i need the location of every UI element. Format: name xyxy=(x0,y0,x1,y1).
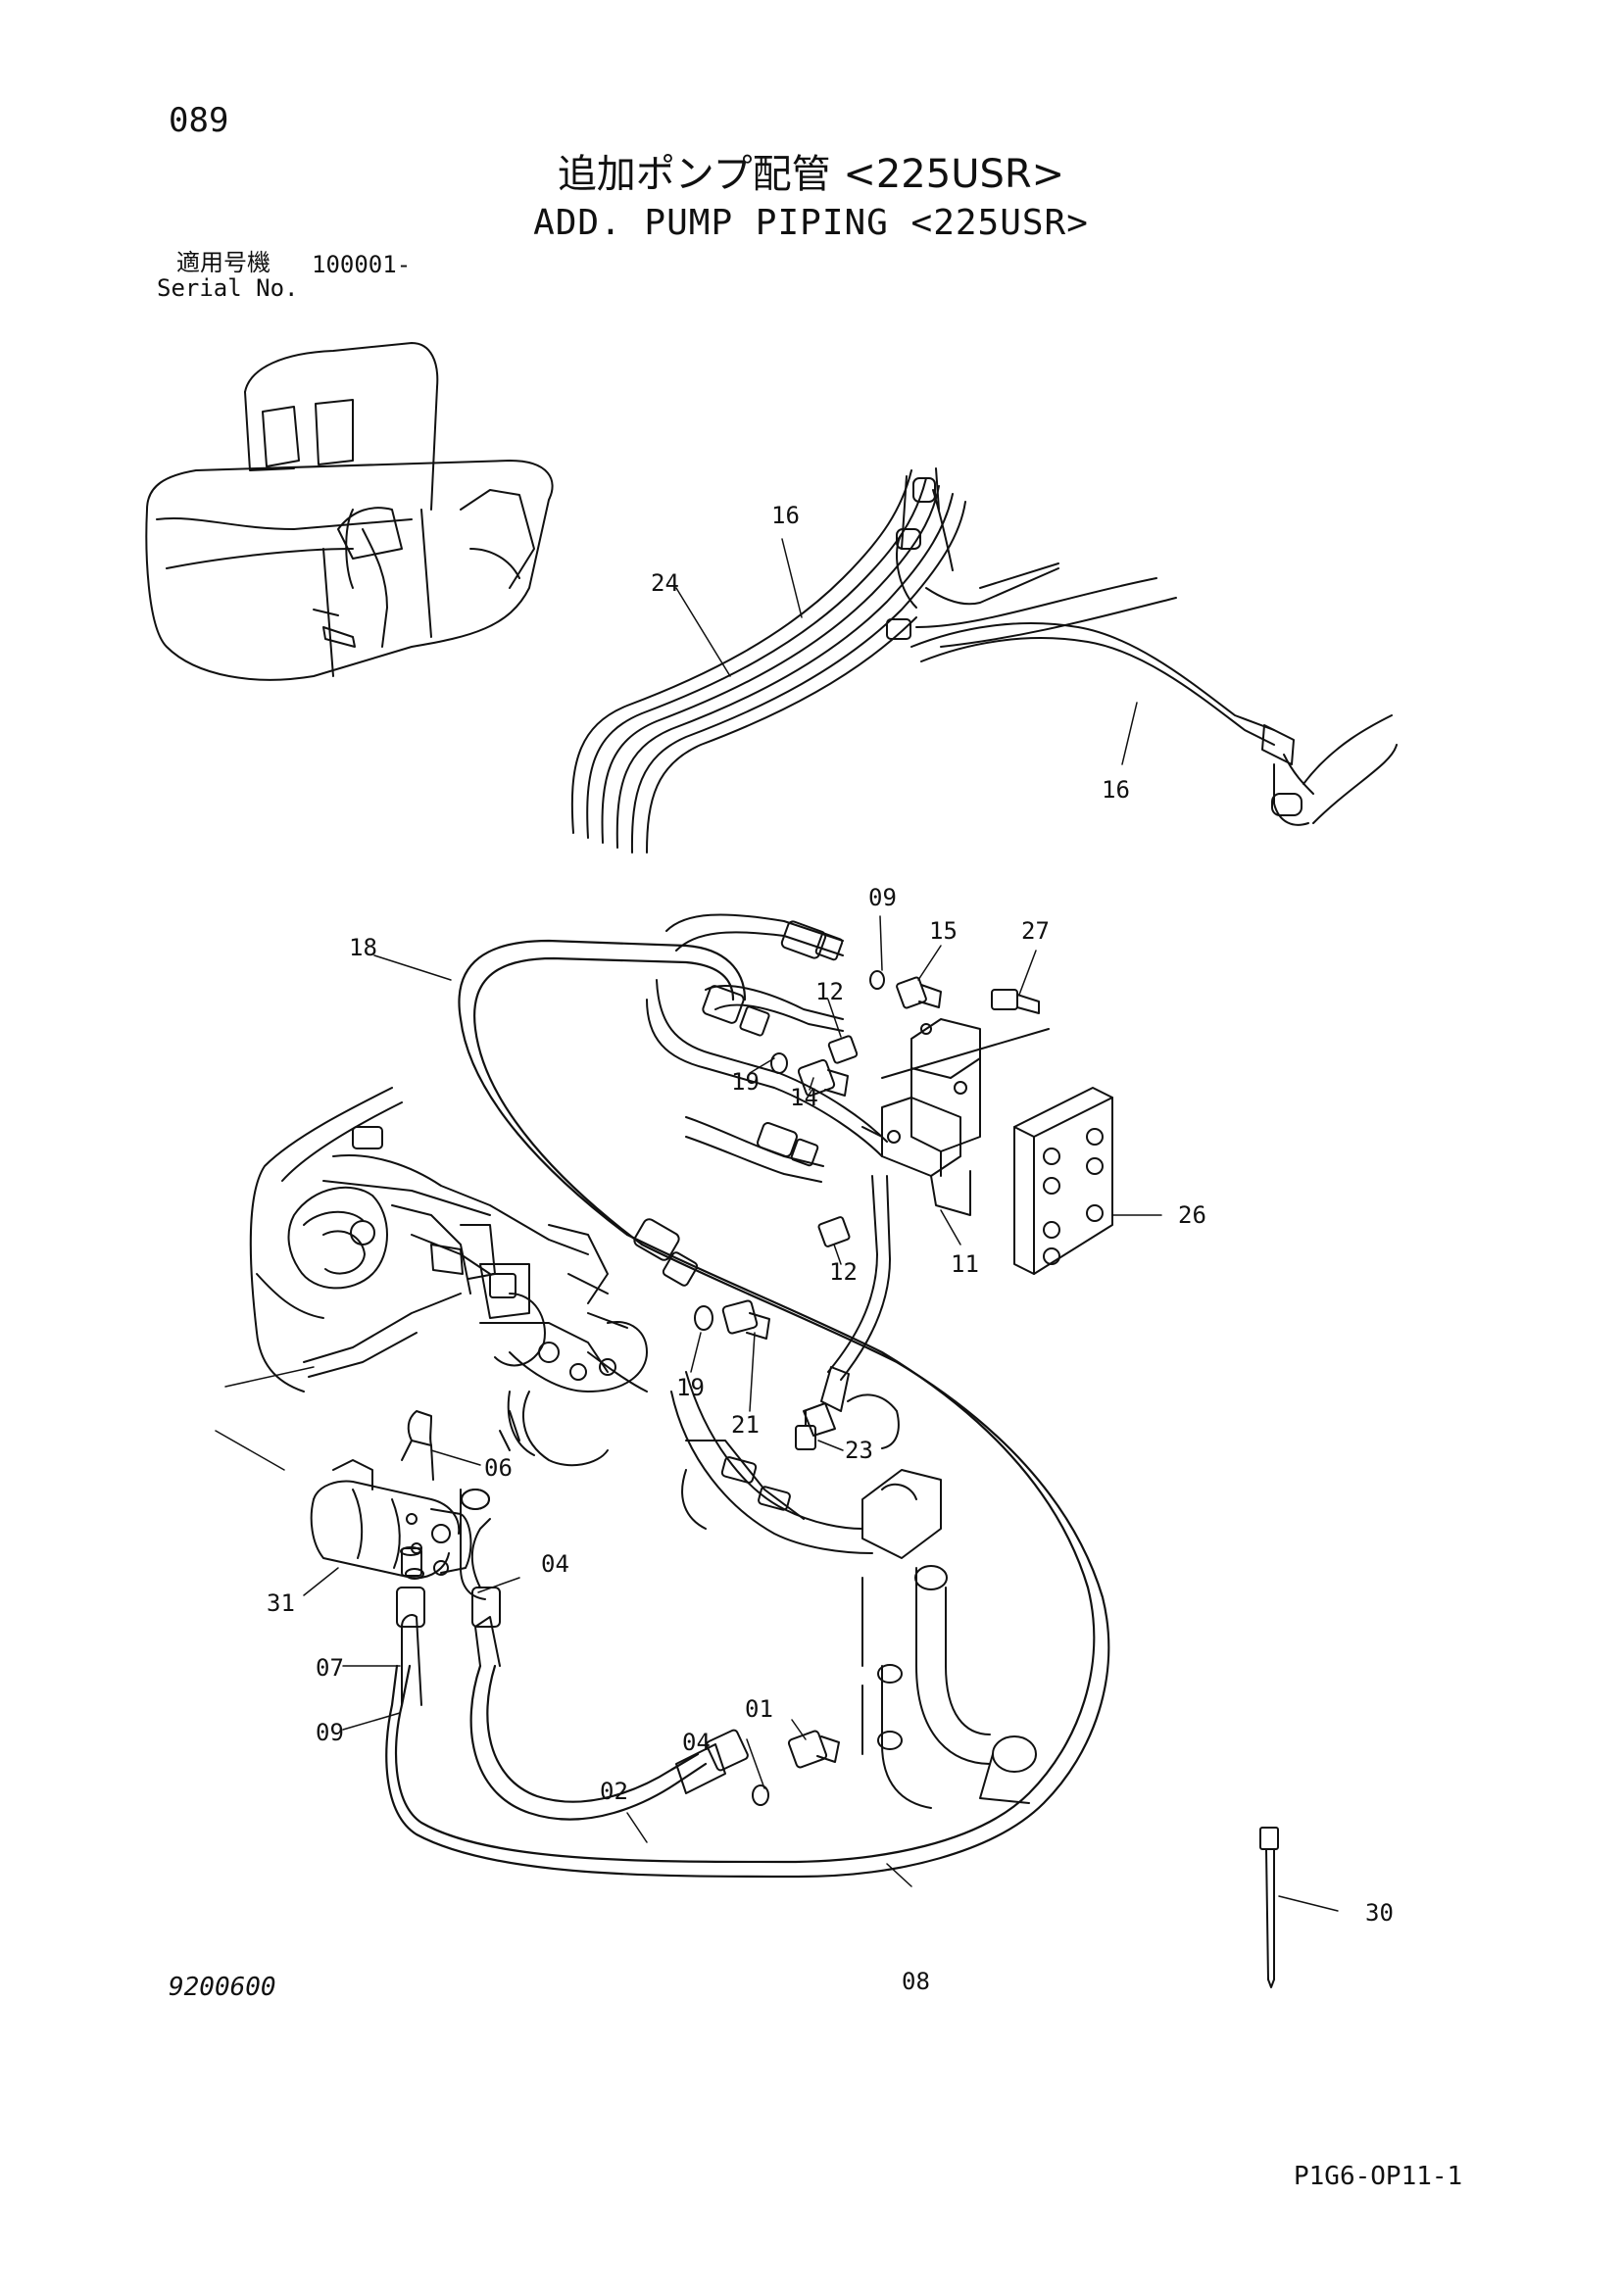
callout-16-top: 16 xyxy=(771,502,800,529)
callout-19-top: 19 xyxy=(731,1068,760,1096)
engine-pump-module xyxy=(249,1087,648,1467)
callout-01: 01 xyxy=(745,1695,773,1723)
hose-bundle-middle xyxy=(646,913,891,1437)
callout-09-top: 09 xyxy=(868,884,897,911)
callout-09-low: 09 xyxy=(316,1719,344,1746)
callout-07: 07 xyxy=(316,1654,344,1682)
callout-08: 08 xyxy=(902,1968,930,1995)
drawing-number: 9200600 xyxy=(169,1973,276,2002)
callout-26: 26 xyxy=(1178,1201,1206,1229)
callout-23: 23 xyxy=(845,1437,873,1464)
page-title-english: ADD. PUMP PIPING <225USR> xyxy=(533,203,1089,243)
hose-s-curve xyxy=(385,939,1110,1879)
callout-02: 02 xyxy=(600,1778,628,1805)
leader-lines xyxy=(215,538,1339,1912)
pump-fittings xyxy=(460,1299,840,1806)
callout-21: 21 xyxy=(731,1411,760,1439)
page-number: 089 xyxy=(169,101,229,140)
callout-04-up: 04 xyxy=(541,1550,569,1578)
callout-15: 15 xyxy=(929,917,958,945)
gear-pump xyxy=(310,1410,472,1580)
callout-27: 27 xyxy=(1021,917,1050,945)
hose-lines-upper xyxy=(570,467,1398,854)
callout-24: 24 xyxy=(651,569,679,597)
callout-04-low: 04 xyxy=(682,1729,711,1756)
callout-19-low: 19 xyxy=(676,1374,705,1401)
valve-assembly xyxy=(770,970,1113,1275)
serial-label-japanese: 適用号機 xyxy=(176,249,270,276)
page-title-japanese: 追加ポンプ配管 <225USR> xyxy=(557,152,1065,197)
callout-30: 30 xyxy=(1365,1899,1394,1927)
callout-12-mid: 12 xyxy=(829,1258,858,1286)
cable-tie xyxy=(1259,1827,1279,1988)
page-code: P1G6-OP11-1 xyxy=(1294,2162,1463,2191)
callout-31: 31 xyxy=(267,1589,295,1617)
callout-labels: 16 24 16 18 09 15 27 12 19 14 26 12 11 1… xyxy=(267,502,1394,1995)
callout-12-top: 12 xyxy=(815,978,844,1005)
callout-06: 06 xyxy=(484,1454,513,1482)
callout-18: 18 xyxy=(349,934,377,961)
serial-number: 100001- xyxy=(312,251,412,278)
excavator-overview xyxy=(145,342,554,681)
callout-14: 14 xyxy=(790,1084,818,1111)
callout-11: 11 xyxy=(951,1250,979,1278)
pipe-elbow xyxy=(670,1371,1037,1809)
callout-16-right: 16 xyxy=(1102,776,1130,804)
serial-label-english: Serial No. xyxy=(157,274,299,302)
